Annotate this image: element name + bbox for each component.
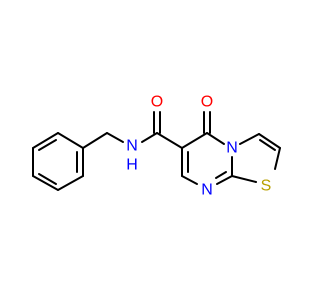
- chemical-structure: O N H O N N S: [32, 94, 281, 199]
- bond: [259, 139, 276, 151]
- sulfur-label: S: [261, 178, 272, 195]
- bond: [231, 175, 257, 183]
- bond: [239, 133, 260, 145]
- bond: [274, 147, 281, 170]
- bond: [181, 175, 198, 185]
- bond: [106, 132, 124, 143]
- bond: [57, 175, 84, 191]
- bond: [32, 175, 59, 191]
- pyrimidine-nitrogen-label: N: [201, 182, 213, 199]
- bond: [215, 171, 227, 179]
- bond: [141, 132, 158, 143]
- bond: [32, 132, 59, 149]
- bond: [38, 173, 57, 185]
- amide-oxygen-label: O: [151, 94, 163, 111]
- bond: [156, 132, 183, 149]
- ketone-oxygen-label: O: [201, 94, 213, 111]
- amide-hydrogen-label: H: [126, 157, 138, 174]
- bond: [57, 132, 84, 149]
- bond: [82, 132, 108, 149]
- pyrimidinone-ring: [181, 132, 233, 185]
- amide-nitrogen-label: N: [126, 138, 138, 155]
- thiazole-ring: [231, 133, 281, 183]
- bond: [206, 132, 225, 145]
- bond: [38, 139, 57, 151]
- bond: [181, 132, 208, 149]
- bond: [216, 175, 233, 185]
- bond: [258, 133, 281, 149]
- benzene-ring: [32, 132, 84, 191]
- bridgehead-nitrogen-label: N: [226, 140, 238, 157]
